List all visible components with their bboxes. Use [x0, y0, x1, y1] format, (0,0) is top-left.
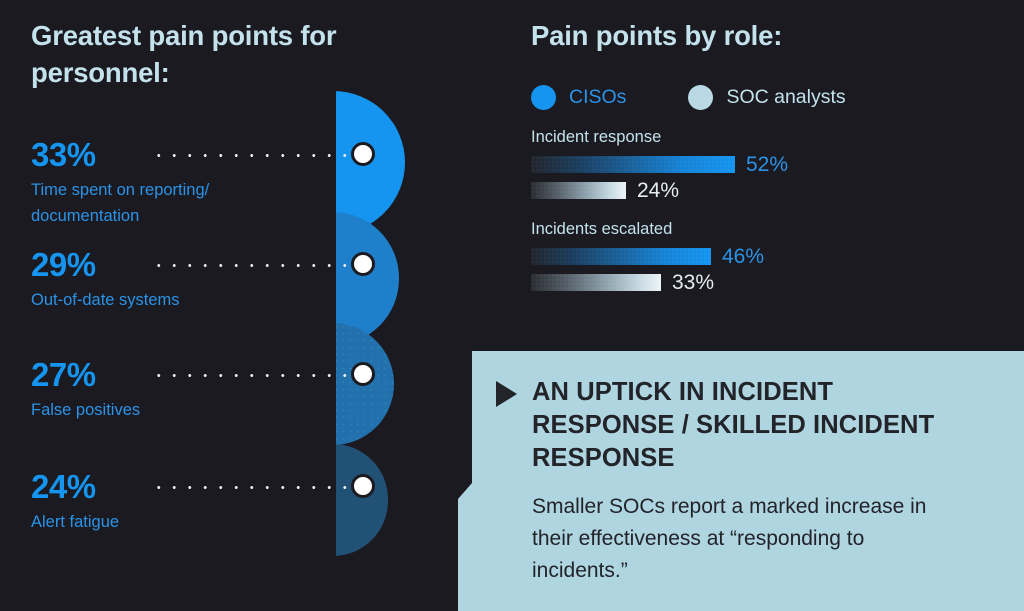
circle-icon [531, 85, 556, 110]
bar-row-soc-analysts: 24% [531, 180, 1001, 201]
callout-box: AN UPTICK IN INCIDENT RESPONSE / SKILLED… [458, 351, 1024, 611]
dotted-leader-line [151, 486, 347, 489]
stat-row: 29% Out-of-date systems [31, 246, 375, 314]
right-panel-heading: Pain points by role: [531, 20, 783, 51]
bar-row-cisos: 46% [531, 246, 1001, 267]
stat-label: Alert fatigue [31, 513, 120, 531]
bar-track [531, 274, 661, 291]
callout-body: Smaller SOCs report a marked increase in… [532, 495, 927, 583]
callout-content: AN UPTICK IN INCIDENT RESPONSE / SKILLED… [496, 376, 966, 587]
stat-row: 33% Time spent on reporting/ documentati… [31, 136, 375, 229]
stat-percent: 27% [31, 356, 96, 393]
bar-fill-cisos [531, 156, 735, 173]
stat-label: Out-of-date systems [31, 291, 180, 309]
stat-row: 24% Alert fatigue [31, 468, 375, 536]
callout-title-row: AN UPTICK IN INCIDENT RESPONSE / SKILLED… [496, 376, 966, 475]
legend-item-cisos: CISOs [531, 85, 626, 110]
connector-node-icon [351, 252, 375, 276]
triangle-right-icon [496, 381, 517, 407]
bar-value-label: 33% [672, 271, 715, 294]
legend-item-soc-analysts: SOC analysts [688, 85, 846, 110]
stat-percent: 24% [31, 468, 96, 505]
stat-label: Time spent on reporting/ documentation [31, 181, 210, 225]
legend-label: SOC analysts [726, 86, 846, 108]
connector-node-icon [351, 474, 375, 498]
stat-row: 27% False positives [31, 356, 375, 424]
bar-row-cisos: 52% [531, 154, 1001, 175]
dotted-leader-line [151, 264, 347, 267]
bar-group-incidents-escalated: Incidents escalated 46% 33% [531, 220, 1001, 293]
bar-value-label: 46% [722, 245, 765, 268]
vertical-spine-line [333, 91, 336, 556]
callout-title: AN UPTICK IN INCIDENT RESPONSE / SKILLED… [532, 378, 935, 473]
connector-node-icon [351, 362, 375, 386]
dotted-leader-line [151, 374, 347, 377]
connector-node-icon [351, 142, 375, 166]
semicircle-stack [333, 0, 463, 611]
chart-legend: CISOs SOC analysts [531, 85, 846, 110]
bar-row-soc-analysts: 33% [531, 272, 1001, 293]
left-panel-heading: Greatest pain points for personnel: [31, 20, 337, 88]
bar-group-title: Incidents escalated [531, 220, 673, 238]
bar-track [531, 248, 711, 265]
bar-fill-soc-analysts [531, 274, 661, 291]
stat-percent: 33% [31, 136, 96, 173]
bar-track [531, 156, 735, 173]
circle-icon [688, 85, 714, 110]
bar-fill-soc-analysts [531, 182, 626, 199]
bar-group-title: Incident response [531, 128, 662, 146]
bar-value-label: 52% [746, 153, 789, 176]
bar-value-label: 24% [637, 179, 680, 202]
dotted-leader-line [151, 154, 347, 157]
bar-track [531, 182, 626, 199]
stat-label: False positives [31, 401, 141, 419]
bar-fill-cisos [531, 248, 711, 265]
bar-group-incident-response: Incident response 52% 24% [531, 128, 1001, 201]
legend-label: CISOs [569, 86, 627, 108]
stat-percent: 29% [31, 246, 96, 283]
